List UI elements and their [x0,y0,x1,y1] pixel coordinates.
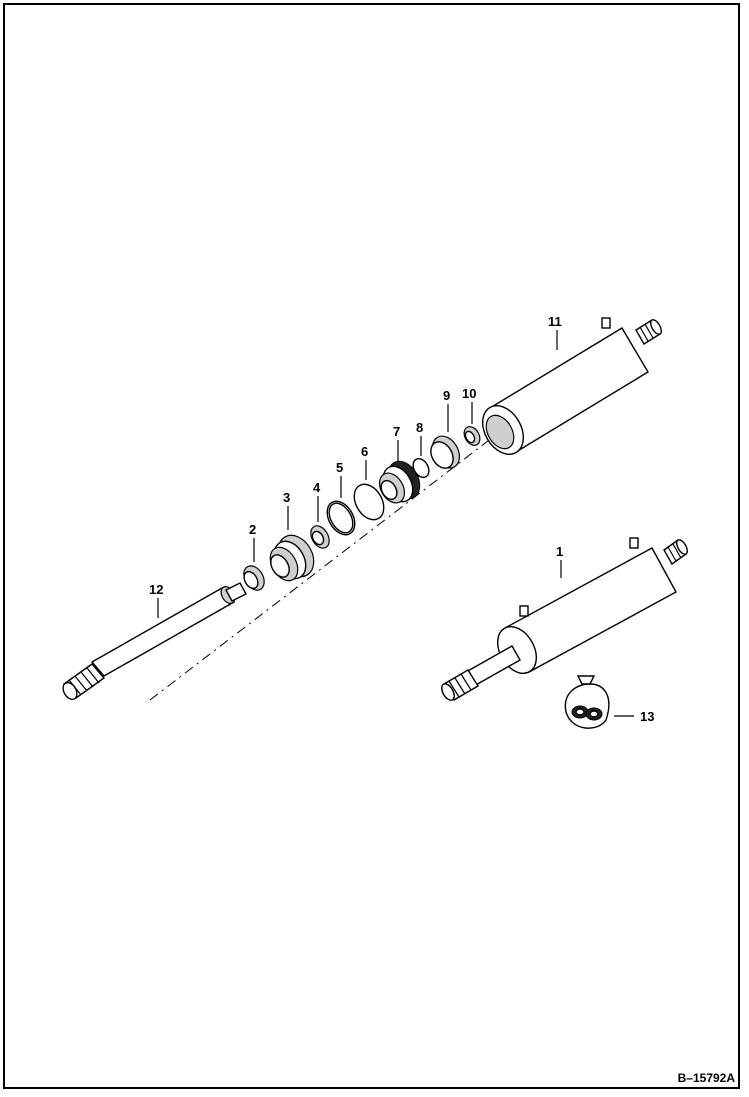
callout-12: 12 [149,582,163,597]
callout-3: 3 [283,490,290,505]
callout-6: 6 [361,444,368,459]
callout-1: 1 [556,544,563,559]
part-cylinder-assembly-1 [441,537,688,701]
callout-8: 8 [416,420,423,435]
callout-9: 9 [443,388,450,403]
diagram-frame [3,3,740,1089]
callout-11: 11 [548,314,562,329]
part-wear-ring-9 [430,435,461,469]
callout-2: 2 [249,522,256,537]
part-nut-10 [463,426,481,446]
part-gland-3 [269,534,315,582]
callout-10: 10 [462,386,476,401]
callout-5: 5 [336,460,343,475]
part-piston-7 [378,460,421,504]
callout-13: 13 [640,709,654,724]
part-bushing-4 [310,525,330,549]
reference-code: B–15792A [677,1071,735,1085]
assembly-axis [149,354,601,701]
part-backup-ring-6 [353,483,385,521]
callout-7: 7 [393,424,400,439]
part-barrel-11 [482,317,662,455]
part-oring-5 [326,500,356,536]
part-rod [62,582,247,701]
part-seal-8 [412,457,430,479]
part-ring-2 [243,565,265,591]
part-seal-kit-13 [564,675,610,729]
callout-4: 4 [313,480,321,495]
